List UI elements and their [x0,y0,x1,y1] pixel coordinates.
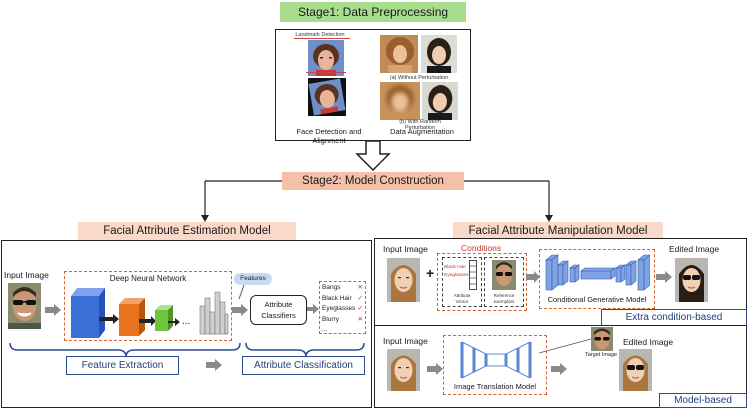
deep-neural-network-box: Deep Neural Network [64,271,232,341]
ref-label-1: Reference [493,293,515,298]
estimation-input-photo [8,283,41,329]
attribute-row: ... [322,326,328,333]
aug-label-2: (b) With Random Perturbation [399,119,441,131]
face-detection-caption: Face Detection and Alignment [296,127,362,145]
aug-photo-perturbed [422,82,458,120]
preprocessing-panel: Landmark Detection Face Detection and Al… [275,29,471,145]
down-arrow-icon [355,140,391,172]
classifier-label-2: Classifiers [261,311,296,320]
landmark-underline [294,38,350,39]
arrow-right-icon [307,304,319,314]
cross-icon: ✕ [357,315,363,323]
feature-extraction-label: Feature Extraction [66,356,179,375]
face-photo-detected [308,40,344,76]
detected-underline [306,72,346,73]
stage1-banner: Stage1: Data Preprocessing [280,2,466,22]
arrow-right-icon [206,359,222,371]
data-augmentation-caption: Data Augmentation [390,127,454,136]
manipulation-panel: Input Image + Conditions Black Hair Eyeg… [374,238,747,408]
aug-photo-2 [421,35,457,73]
dnn-dots: ... [182,316,191,327]
translation-network [460,341,532,379]
generator-network [545,254,650,291]
classifier-label-1: Attribute [264,300,293,309]
features-pointer [238,285,245,300]
model-input-label: Input Image [383,336,428,346]
conditions-box: Black Hair Eyeglasses Attribute Vector [437,253,527,311]
extra-input-label: Input Image [383,244,428,254]
aug-photo-1 [380,35,418,73]
model-edited-photo [619,349,652,391]
model-input-photo [387,349,420,391]
face-photo-aligned [308,78,346,116]
aug-label-1: (a) Without Perturbation [389,75,449,81]
attribute-row: Bangs✕ [322,283,363,294]
dnn-label: Deep Neural Network [109,274,187,283]
check-icon: ✓ [357,294,363,302]
attribute-row: Eyeglasses✓ [322,304,363,315]
attribute-classification-label: Attribute Classification [242,356,365,375]
model-edited-label: Edited Image [623,337,674,347]
dnn-layers [71,288,229,338]
extra-edited-label: Edited Image [669,244,720,254]
attribute-vector-box: Black Hair Eyeglasses Attribute Vector [442,257,482,307]
arrow-right-icon [656,271,672,283]
attribute-row: Black Hair✓ [322,294,363,305]
image-translation-model-box: Image Translation Model [443,335,547,395]
features-bubble: Features [234,273,272,285]
generative-model-label: Conditional Generative Model [547,295,647,304]
reference-box: Reference exemplars [484,257,524,307]
translation-model-label: Image Translation Model [453,382,537,391]
cond-text-2: Eyeglasses [444,273,469,278]
target-connector [538,338,592,354]
arrow-right-icon [526,271,540,283]
extra-input-photo [387,258,420,302]
target-photo [591,327,613,351]
stage2-connectors [201,180,553,222]
attr-vector-label-2: Vector [455,299,469,304]
attribute-row: Blurry✕ [322,315,363,326]
target-image-label: Target Image [585,352,618,358]
stage2-banner: Stage2: Model Construction [282,172,464,190]
manipulation-header: Facial Attribute Manipulation Model [453,222,663,240]
model-based-tag: Model-based [659,393,747,408]
conditions-label: Conditions [461,243,502,253]
reference-photo [492,260,516,290]
cond-text-1: Black Hair [444,265,466,270]
ref-label-2: exemplars [493,299,515,304]
arrow-right-icon [232,304,248,316]
manipulation-divider [375,325,746,327]
conditional-generative-model-box: Conditional Generative Model [539,249,655,309]
estimation-input-label: Input Image [4,270,49,280]
estimation-header: Facial Attribute Estimation Model [78,222,296,240]
extra-edited-photo [675,258,708,302]
cross-icon: ✕ [357,284,363,291]
estimation-panel: Input Image Deep Neural Network [1,240,372,408]
arrow-right-icon [45,304,61,316]
plus-sign: + [426,265,435,281]
landmark-label: Landmark Detection [295,32,345,38]
aug-photo-blurred [380,82,420,120]
attribute-list: Bangs✕ Black Hair✓ Eyeglasses✓ Blurry✕ .… [319,281,366,334]
vector-cells [469,260,477,290]
attribute-classifiers-box: Attribute Classifiers [250,295,307,325]
attr-vector-label-1: Attribute [453,293,471,298]
extra-condition-tag: Extra condition-based [601,309,747,326]
arrow-right-icon [551,363,567,375]
arrow-right-icon [427,363,443,375]
check-icon: ✓ [357,305,363,312]
